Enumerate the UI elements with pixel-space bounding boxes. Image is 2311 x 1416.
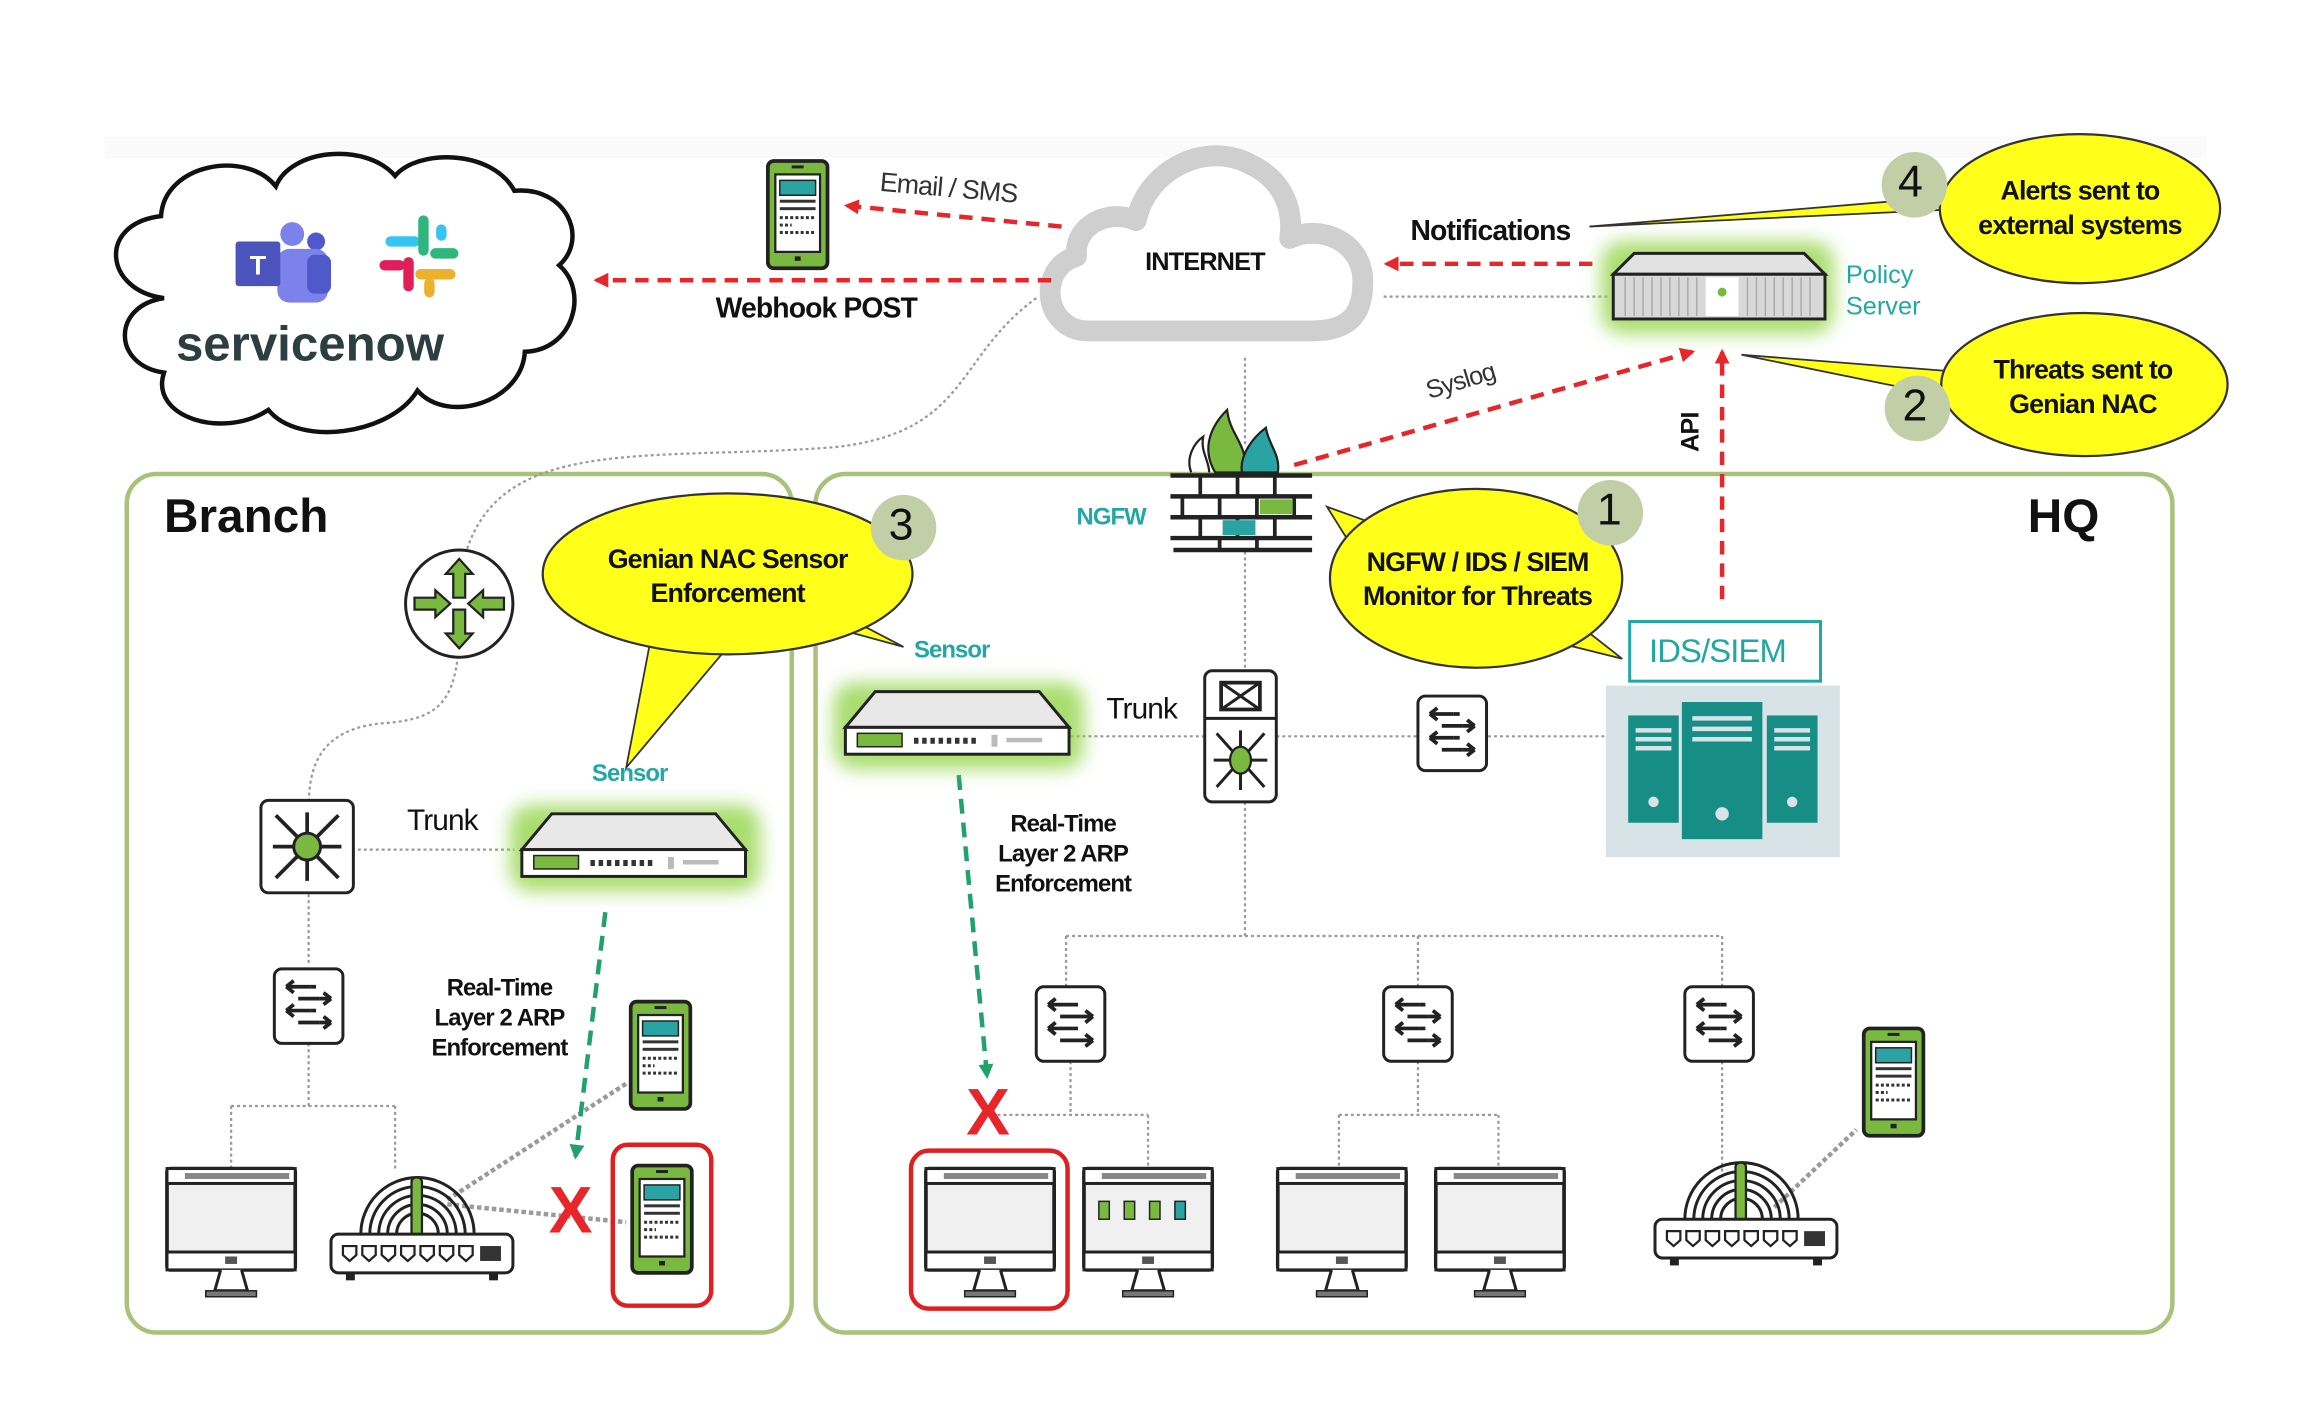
callout-3-bubble [541, 492, 937, 771]
policy-server-label-line-1: Policy [1845, 260, 1914, 290]
branch-enforcement-line-2: Layer 2 ARP [434, 1006, 566, 1032]
api-label: API [1676, 412, 1705, 453]
hq-enforcement-line-3: Enforcement [995, 871, 1132, 898]
callout-2-line-2: Genian NAC [2009, 389, 2158, 419]
hq-enforcement-line-2: Layer 2 ARP [998, 842, 1129, 868]
callout-1-number: 1 [1596, 485, 1622, 536]
teams-icon: T [235, 222, 332, 303]
callout-1-line-2: Monitor for Threats [1363, 581, 1593, 612]
branch-group-title: Branch [164, 488, 329, 543]
branch-enforcement-arrow [569, 911, 608, 1160]
branch-blocked-phone-icon [630, 1163, 694, 1275]
hq-enforcement-label: Real-Time Layer 2 ARP Enforcement [981, 811, 1145, 900]
callout-2-line-1: Threats sent to [1993, 354, 2173, 385]
ngfw-firewall-icon [1170, 407, 1313, 553]
hq-blocked-x-marker: X [966, 1076, 1010, 1150]
ngfw-label: NGFW [1076, 505, 1147, 531]
ids-siem-server-icon [1605, 685, 1840, 858]
hq-blocked-highlight [908, 1148, 1070, 1311]
branch-enforcement-line-3: Enforcement [431, 1035, 568, 1062]
hq-trunk-label: Trunk [1106, 693, 1178, 726]
policy-server-icon [1601, 241, 1834, 334]
branch-enforcement-line-1: Real-Time [446, 976, 553, 1002]
hq-group-title: HQ [2027, 488, 2100, 543]
branch-sensor-label: Sensor [591, 761, 668, 787]
callout-4-line-1: Alerts sent to [2000, 175, 2160, 206]
branch-core-switch-icon [259, 798, 356, 895]
callout-1-line-1: NGFW / IDS / SIEM [1366, 547, 1590, 577]
ids-siem-label: IDS/SIEM [1649, 631, 1787, 670]
callout-2-bubble [1741, 311, 2229, 458]
callout-4-bubble [1589, 133, 2222, 285]
callout-3-text: Genian NAC Sensor Enforcement [579, 543, 877, 612]
callout-1-badge [1577, 479, 1644, 546]
email-sms-arrow [843, 199, 1062, 229]
hq-access-switch-3-icon [1682, 984, 1756, 1064]
branch-trunk-label: Trunk [407, 804, 479, 838]
callout-3-badge [870, 494, 937, 561]
hq-enforcement-line-1: Real-Time [1010, 812, 1116, 838]
callout-1-bubble [1324, 479, 1644, 669]
webhook-label: Webhook POST [715, 293, 918, 325]
network-links [229, 295, 1724, 1178]
callout-2-text: Threats sent to Genian NAC [1956, 353, 2209, 422]
branch-phone-icon [628, 999, 693, 1111]
callout-3-line-2: Enforcement [650, 578, 805, 609]
syslog-arrow [1293, 347, 1696, 468]
internet-cloud-icon [1039, 145, 1374, 342]
policy-server-label-line-2: Server [1845, 292, 1921, 321]
hq-sensor-label: Sensor [913, 637, 990, 664]
branch-router-icon [404, 548, 515, 659]
hq-access-switch-2-icon [1381, 984, 1455, 1064]
branch-sensor-icon [510, 805, 760, 891]
slack-icon [379, 215, 459, 298]
callout-3-line-1: Genian NAC Sensor [607, 544, 849, 574]
branch-enforcement-label: Real-Time Layer 2 ARP Enforcement [417, 975, 581, 1064]
hq-desktop-dashboard-icon [1082, 1166, 1215, 1299]
branch-blocked-x-marker: X [548, 1174, 593, 1248]
callout-4-badge [1881, 152, 1948, 218]
branch-group [124, 471, 794, 1335]
callout-4-text: Alerts sent to external systems [1953, 174, 2206, 243]
notifications-label: Notifications [1410, 216, 1571, 248]
branch-blocked-highlight [610, 1142, 714, 1308]
hq-distribution-switch-icon [1416, 694, 1489, 773]
svg-text:T: T [250, 250, 267, 280]
ids-siem-label-box [1628, 620, 1823, 683]
external-cloud-icon [113, 151, 577, 435]
hq-sensor-icon [833, 683, 1083, 769]
internet-label: INTERNET [1145, 247, 1265, 276]
hq-enforcement-arrow [956, 774, 994, 1080]
servicenow-logo: servicenow [175, 315, 444, 372]
callout-2-number: 2 [1902, 381, 1928, 431]
hq-access-switch-1-icon [1034, 984, 1107, 1064]
callout-4-number: 4 [1898, 157, 1923, 208]
branch-access-switch-icon [272, 966, 345, 1046]
background-band [104, 137, 2207, 158]
hq-phone-icon [1861, 1026, 1926, 1138]
callout-2-badge [1884, 375, 1951, 442]
wireless-links [446, 1081, 1858, 1225]
email-phone-icon [766, 159, 830, 271]
callout-3-number: 3 [888, 500, 914, 550]
callout-1-text: NGFW / IDS / SIEM Monitor for Threats [1331, 546, 1623, 615]
callout-4-line-2: external systems [1978, 210, 2182, 240]
hq-core-switch-icon [1203, 669, 1278, 804]
policy-server-label: Policy Server [1846, 259, 1921, 322]
